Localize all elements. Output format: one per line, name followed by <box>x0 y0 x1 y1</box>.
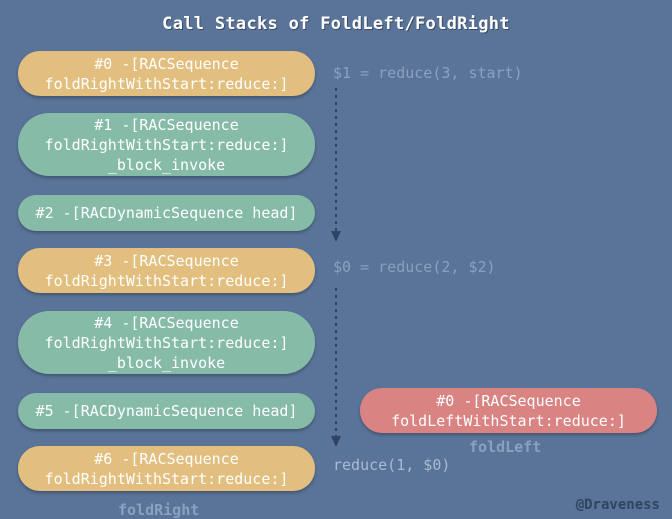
frame-line: foldRightWithStart:reduce:] <box>44 469 289 488</box>
frame-line: #6 -[RACSequence <box>94 449 239 468</box>
fold-left-caption: foldLeft <box>469 438 542 456</box>
fold-right-caption: foldRight <box>118 501 200 519</box>
fold-right-frame-2: #2 -[RACDynamicSequence head] <box>18 195 315 231</box>
reduction-note-1: $1 = reduce(3, start) <box>333 64 523 82</box>
frame-line: foldRightWithStart:reduce:] <box>44 271 289 290</box>
frame-line: _block_invoke <box>107 353 226 372</box>
frame-line: foldLeftWithStart:reduce:] <box>391 411 626 430</box>
frame-line: _block_invoke <box>107 155 226 174</box>
frame-line: #1 -[RACSequence <box>94 115 239 134</box>
fold-right-frame-6: #6 -[RACSequence foldRightWithStart:redu… <box>18 446 315 491</box>
frame-line: #0 -[RACSequence <box>94 54 239 73</box>
frame-line: #0 -[RACSequence <box>436 391 581 410</box>
flow-arrow-2 <box>331 288 341 447</box>
frame-line: #3 -[RACSequence <box>94 251 239 270</box>
frame-line: foldRightWithStart:reduce:] <box>44 333 289 352</box>
frame-line: foldRightWithStart:reduce:] <box>44 135 289 154</box>
fold-right-frame-0: #0 -[RACSequence foldRightWithStart:redu… <box>18 51 315 96</box>
flow-arrow-1 <box>331 88 341 242</box>
frame-line: #2 -[RACDynamicSequence head] <box>35 204 298 222</box>
fold-right-frame-5: #5 -[RACDynamicSequence head] <box>18 393 315 429</box>
fold-right-frame-4: #4 -[RACSequence foldRightWithStart:redu… <box>18 311 315 374</box>
diagram-title: Call Stacks of FoldLeft/FoldRight <box>162 14 510 34</box>
frame-line: #4 -[RACSequence <box>94 313 239 332</box>
author-signature: @Draveness <box>575 497 660 513</box>
reduction-note-2: $0 = reduce(2, $2) <box>333 258 496 276</box>
frame-line: foldRightWithStart:reduce:] <box>44 74 289 93</box>
fold-left-frame-0: #0 -[RACSequence foldLeftWithStart:reduc… <box>360 388 657 433</box>
frame-line: #5 -[RACDynamicSequence head] <box>35 402 298 420</box>
fold-right-frame-1: #1 -[RACSequence foldRightWithStart:redu… <box>18 113 315 176</box>
reduction-note-3: reduce(1, $0) <box>333 456 451 474</box>
fold-right-frame-3: #3 -[RACSequence foldRightWithStart:redu… <box>18 248 315 293</box>
